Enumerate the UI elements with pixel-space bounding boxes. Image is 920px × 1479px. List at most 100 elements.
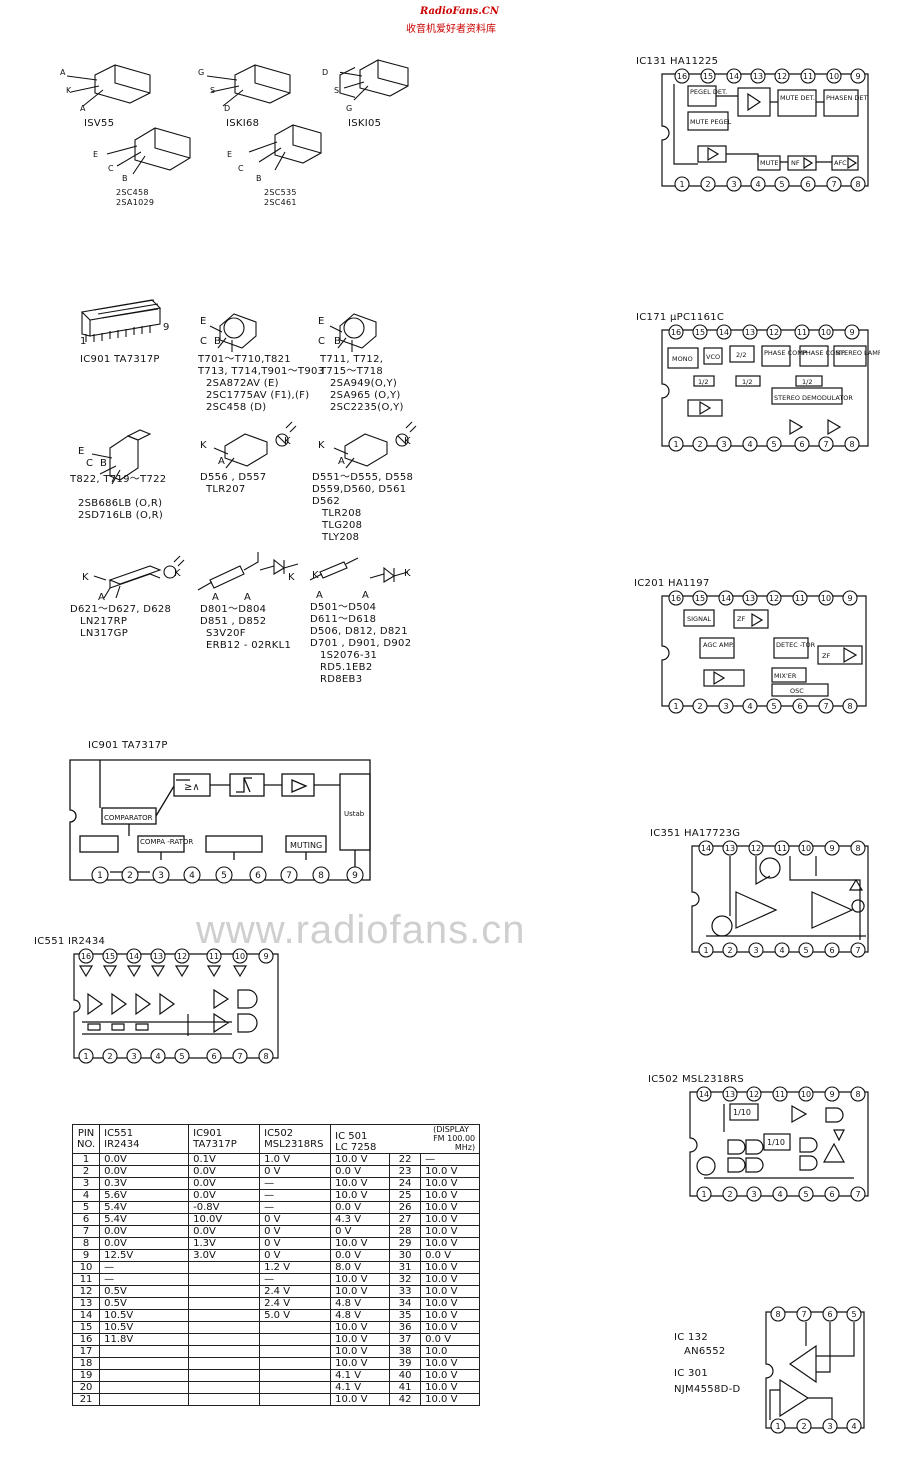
ic171-block: 1/2: [802, 378, 812, 386]
cell-ic502: [259, 1321, 332, 1334]
cell-ic501-b: 10.0 V: [420, 1357, 481, 1370]
ic171-block: PHASE COMP.: [802, 349, 846, 357]
cell-pin: 19: [71, 1369, 101, 1382]
pin-label: K: [312, 570, 319, 581]
site-subtitle: 收音机爱好者资料库: [406, 24, 496, 35]
pin-label: K: [66, 86, 72, 95]
cell-ic502: [259, 1345, 332, 1358]
cell-ic501-pin: 37: [389, 1333, 422, 1346]
cell-ic551: 5.6V: [99, 1189, 190, 1202]
cell-ic501-pin: 36: [389, 1321, 422, 1334]
pin-number: 8: [849, 440, 854, 449]
th-ic502: IC502: [264, 1128, 294, 1139]
th-ic502: MSL2318RS: [264, 1139, 324, 1150]
transistor-name: 2SC458: [116, 188, 149, 197]
cell-ic901: [188, 1357, 261, 1370]
pin-label: B: [100, 458, 108, 469]
th-ic901: IC901: [193, 1128, 223, 1139]
pin-number: 14: [701, 844, 711, 853]
cell-ic502: 0 V: [259, 1225, 332, 1238]
pin-label: D: [224, 104, 231, 113]
cell-ic502: [259, 1357, 332, 1370]
pin-number: 10: [829, 72, 839, 81]
ic131-diagram: PEGEL DET. MUTE PEGEL MUTE DET. PHASEN D…: [661, 68, 869, 192]
cell-ic502: 5.0 V: [259, 1309, 332, 1322]
cell-pin: 4: [71, 1189, 101, 1202]
cell-ic501-b: 10.0 V: [420, 1369, 481, 1382]
cell-ic551: 0.5V: [99, 1297, 190, 1310]
pin-label: B: [122, 174, 128, 183]
cell-ic501-b: 10.0 V: [420, 1237, 481, 1250]
cell-ic501-a: 10.0 V: [330, 1321, 391, 1334]
pin-number: 3: [731, 180, 736, 189]
part-list: D559,D560, D561: [312, 484, 407, 495]
cell-pin: 15: [71, 1321, 101, 1334]
part-list: TLG208: [322, 520, 363, 531]
cell-ic901: [188, 1285, 261, 1298]
pin-number: 1: [679, 180, 684, 189]
pin-label: C: [108, 164, 114, 173]
pin-number: 6: [799, 440, 804, 449]
cell-ic501-b: 10.0 V: [420, 1213, 481, 1226]
cell-ic502: [259, 1369, 332, 1382]
pin-label: B: [256, 174, 262, 183]
cell-ic501-b: 10.0 V: [420, 1165, 481, 1178]
pin-number: 2: [705, 180, 710, 189]
cell-pin: 9: [71, 1249, 101, 1262]
pin-label: A: [98, 592, 106, 603]
ic132-label: IC 132: [674, 1332, 708, 1343]
pin-number: 12: [177, 952, 187, 961]
pin-number: 12: [769, 328, 779, 337]
cell-ic502: 0 V: [259, 1249, 332, 1262]
pin-label: C: [86, 458, 94, 469]
cell-pin: 21: [71, 1393, 101, 1406]
pin-number: 8: [855, 844, 860, 853]
cell-ic551: 10.5V: [99, 1321, 190, 1334]
ic901-block-comparator2: COMPA -RATOR: [140, 838, 193, 846]
pin-number: 2: [127, 871, 133, 881]
pin-number: 1: [703, 946, 708, 955]
pin-label: K: [174, 568, 181, 579]
ic131-block: NF: [791, 159, 800, 167]
pin-number: 8: [847, 702, 852, 711]
part-list: 2SC458 (D): [206, 402, 267, 413]
ic131-title: IC131 HA11225: [636, 56, 719, 67]
pin-label: C: [200, 336, 208, 347]
th-pin: PIN: [77, 1128, 95, 1139]
pin-number: 11: [797, 328, 807, 337]
cell-ic901: 1.3V: [188, 1237, 261, 1250]
pin-number: 4: [747, 440, 752, 449]
cell-ic901: [188, 1261, 261, 1274]
cell-ic551: 0.0V: [99, 1153, 190, 1166]
pin-number: 10: [821, 594, 831, 603]
part-list: T701～T710,T821: [198, 354, 291, 365]
cell-ic551: 5.4V: [99, 1213, 190, 1226]
cell-ic501-a: 4.8 V: [330, 1309, 391, 1322]
pin-number: 3: [723, 702, 728, 711]
pin-label: G: [198, 68, 205, 77]
part-list: D801～D804: [200, 604, 267, 615]
cell-ic501-pin: 41: [389, 1381, 422, 1394]
pin-number: 5: [771, 440, 776, 449]
cell-ic901: [188, 1345, 261, 1358]
cell-ic901: [188, 1321, 261, 1334]
cell-ic551: 11.8V: [99, 1333, 190, 1346]
cell-ic501-pin: 33: [389, 1285, 422, 1298]
pin-number: 5: [803, 1190, 808, 1199]
part-list: T715～T718: [320, 366, 384, 377]
cell-pin: 12: [71, 1285, 101, 1298]
cell-ic901: 0.1V: [188, 1153, 261, 1166]
pin-label: K: [200, 440, 207, 451]
pin-label: G: [346, 104, 353, 113]
pin-label: 1: [80, 336, 87, 347]
pin-label: K: [82, 572, 89, 583]
cell-ic901: [188, 1297, 261, 1310]
pin-number: 9: [847, 594, 852, 603]
cell-ic501-a: 10.0 V: [330, 1153, 391, 1166]
part-list: D562: [312, 496, 340, 507]
